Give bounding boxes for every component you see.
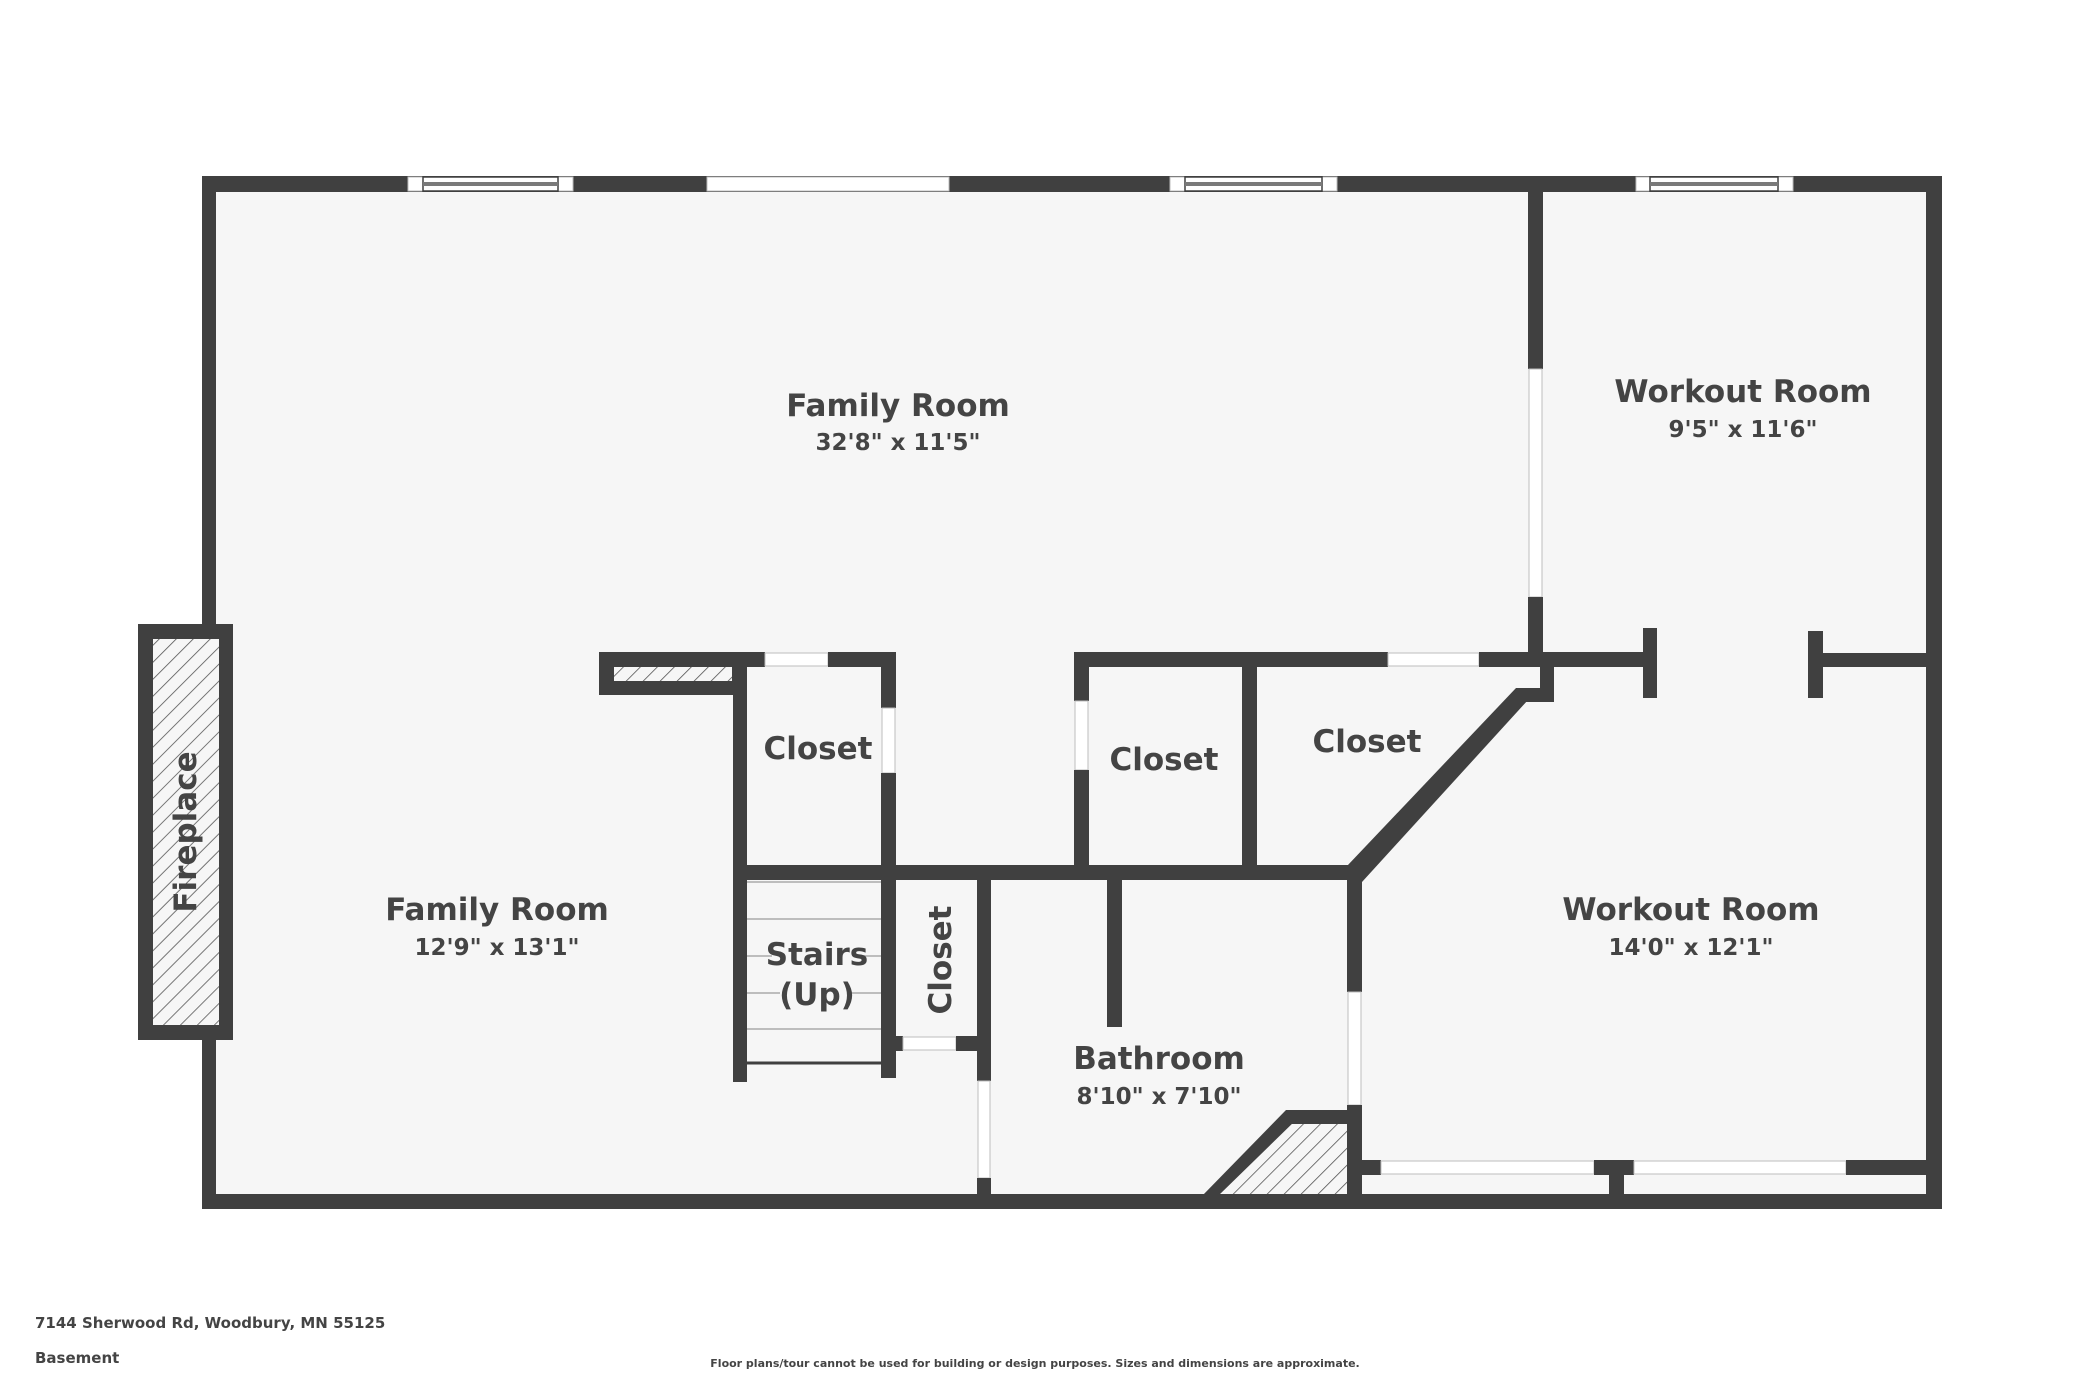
- room-title: Closet: [923, 905, 959, 1014]
- room-family-room-lower: Family Room 12'9" x 13'1": [385, 892, 609, 961]
- stairs-label: Stairs: [766, 937, 868, 973]
- fireplace-label: Fireplace: [168, 751, 204, 912]
- room-workout-room-lower: Workout Room 14'0" x 12'1": [1562, 892, 1819, 961]
- room-dimensions: 8'10" x 7'10": [1077, 1084, 1242, 1110]
- room-closet-4: Closet: [923, 905, 959, 1014]
- disclaimer-label: Floor plans/tour cannot be used for buil…: [710, 1357, 1360, 1370]
- window-top-4: [1635, 176, 1794, 192]
- disclaimer-text: Floor plans/tour cannot be used for buil…: [0, 1357, 2080, 1370]
- room-workout-room-upper: Workout Room 9'5" x 11'6": [1614, 374, 1871, 443]
- window-bottom-strip: [1362, 1160, 1931, 1200]
- room-title: Workout Room: [1562, 892, 1819, 928]
- room-closet-3: Closet: [1313, 724, 1422, 760]
- room-closet-1: Closet: [764, 731, 873, 767]
- room-title: Bathroom: [1073, 1041, 1245, 1077]
- room-dimensions: 14'0" x 12'1": [1609, 935, 1774, 961]
- room-dimensions: 32'8" x 11'5": [816, 430, 981, 456]
- fireplace: Fireplace: [138, 624, 233, 1040]
- workout-divider-wall: [1528, 184, 1543, 667]
- room-title: Closet: [764, 731, 873, 767]
- room-dimensions: 9'5" x 11'6": [1669, 417, 1818, 443]
- room-title: Family Room: [385, 892, 609, 928]
- window-top-1: [407, 176, 574, 192]
- room-title: Closet: [1313, 724, 1422, 760]
- room-title: Workout Room: [1614, 374, 1871, 410]
- room-closet-2: Closet: [1110, 742, 1219, 778]
- room-family-room-upper: Family Room 32'8" x 11'5": [786, 388, 1010, 456]
- room-dimensions: 12'9" x 13'1": [415, 935, 580, 961]
- floor-area: [145, 184, 1934, 1202]
- stairs-direction-label: (Up): [779, 977, 855, 1013]
- address-label: 7144 Sherwood Rd, Woodbury, MN 55125: [35, 1314, 386, 1332]
- closet-row-lower-walls: [733, 865, 1362, 1209]
- room-title: Family Room: [786, 388, 1010, 424]
- floor-name-label: Basement: [35, 1349, 120, 1367]
- opening-top-2: [706, 176, 950, 192]
- room-title: Closet: [1110, 742, 1219, 778]
- window-top-3: [1169, 176, 1338, 192]
- stairs: Stairs (Up): [747, 881, 881, 1065]
- room-bathroom: Bathroom 8'10" x 7'10": [1073, 1041, 1245, 1110]
